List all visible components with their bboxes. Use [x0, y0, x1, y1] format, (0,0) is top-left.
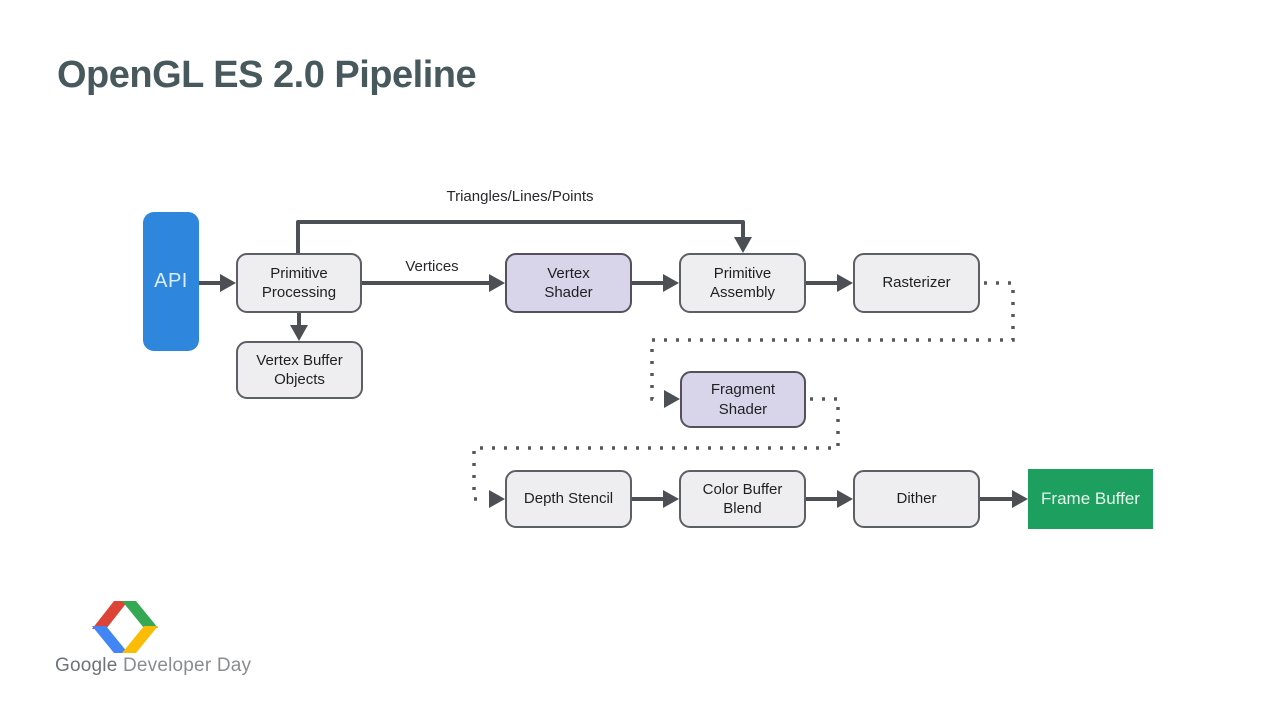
node-dither: Dither [853, 470, 980, 528]
footer-brand-text: Google Developer Day [55, 655, 275, 677]
node-vertex-shader: Vertex Shader [505, 253, 632, 313]
node-api: API [143, 212, 199, 351]
node-vertex-buffer-objects: Vertex Buffer Objects [236, 341, 363, 399]
edge-label-vertices: Vertices [405, 258, 459, 275]
footer-brand-google: Google [55, 655, 118, 676]
footer-brand: Google Developer Day [55, 598, 275, 688]
page-title: OpenGL ES 2.0 Pipeline [57, 54, 477, 96]
google-developers-logo-icon [92, 601, 158, 653]
node-primitive-assembly: Primitive Assembly [679, 253, 806, 313]
edge-label-primitives: Triangles/Lines/Points [446, 188, 594, 205]
footer-brand-suffix: Developer Day [117, 655, 252, 676]
node-rasterizer: Rasterizer [853, 253, 980, 313]
node-frame-buffer: Frame Buffer [1028, 469, 1153, 529]
node-fragment-shader: Fragment Shader [680, 371, 806, 428]
node-depth-stencil: Depth Stencil [505, 470, 632, 528]
node-color-buffer-blend: Color Buffer Blend [679, 470, 806, 528]
node-primitive-processing: Primitive Processing [236, 253, 362, 313]
